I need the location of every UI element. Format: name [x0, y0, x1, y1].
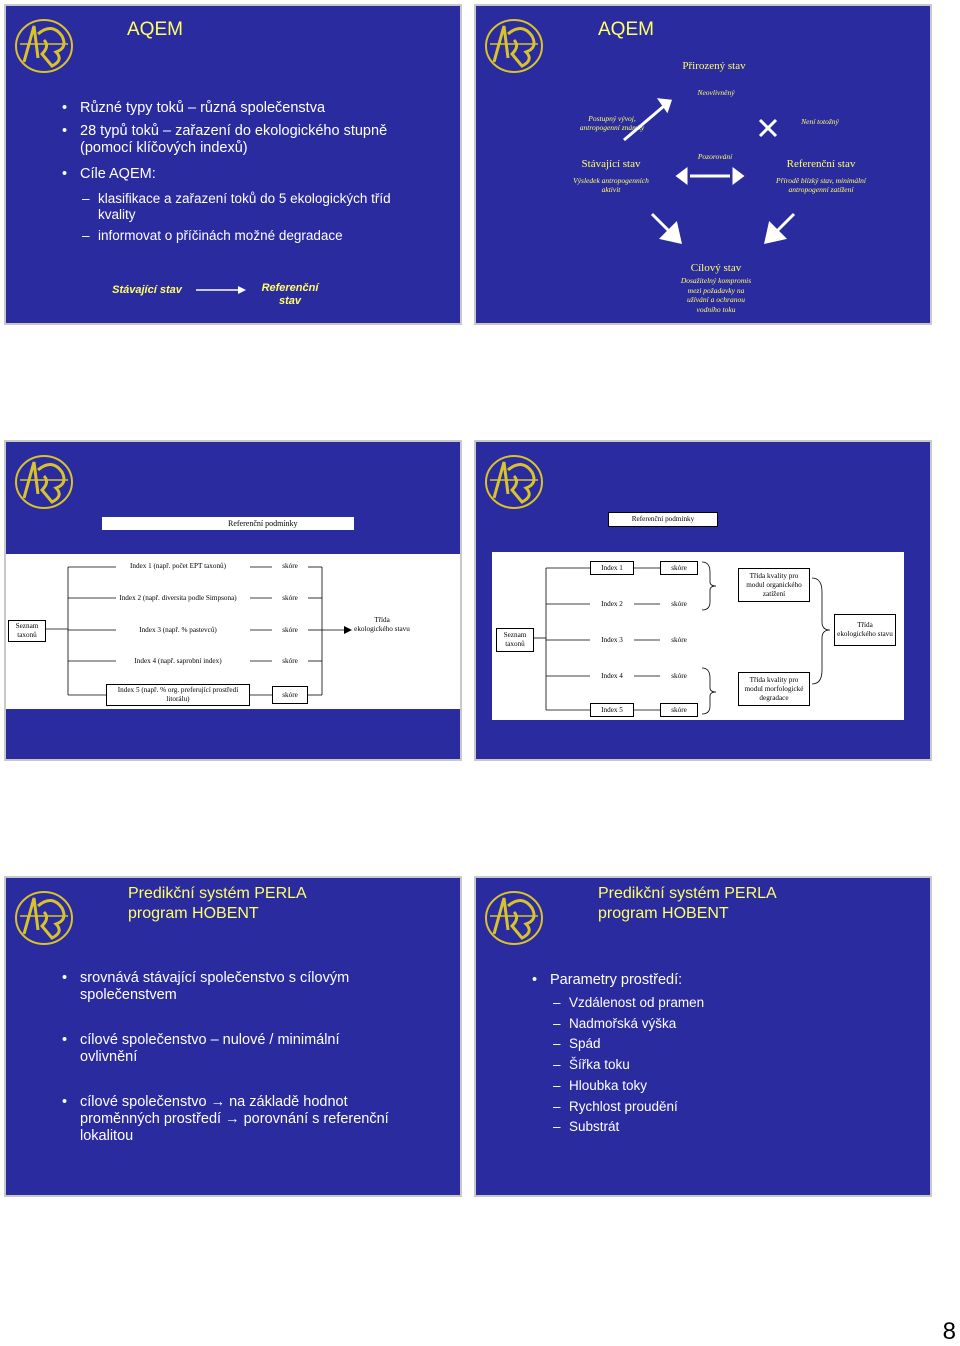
index-1-box: Index 1: [590, 561, 634, 575]
reference-state-desc: Přírodě blízký stav, minimální antropoge…: [776, 176, 866, 194]
slide-perla-1: Predikční systém PERLA program HOBENT •s…: [4, 876, 462, 1197]
university-lion-logo-icon: [15, 891, 73, 945]
diagram-connectors: [534, 561, 831, 715]
index-2-label: Index 2 (např. diversita podle Simpsona): [119, 594, 237, 602]
university-lion-logo-icon: [485, 891, 543, 945]
index-1-label: Index 1 (např. počet EPT taxonů): [129, 562, 227, 570]
score-label: skóre: [671, 600, 687, 608]
target-state-label: Cílový stav: [690, 262, 742, 274]
bullet-item: •cílové společenstvo – nulové / minimáln…: [62, 1032, 340, 1065]
taxa-list-box: Seznam taxonů: [8, 620, 46, 642]
param-item: –Nadmořská výška: [553, 1016, 677, 1031]
score-box: skóre: [660, 703, 698, 717]
bullet-item: •Cíle AQEM:: [62, 166, 156, 182]
bullet-item: •28 typů toků – zařazení do ekologického…: [62, 123, 388, 156]
bullet-item: •Různé typy toků – různá společenstva: [62, 100, 326, 116]
index-5-box: Index 5: [590, 703, 634, 717]
natural-state-label: Přirozený stav: [682, 60, 746, 72]
reference-conditions-box: Referenční podmínky: [102, 517, 354, 530]
bullet-item: •Parametry prostředí:: [532, 972, 683, 988]
param-item: –Substrát: [553, 1119, 620, 1134]
university-lion-logo-icon: [15, 19, 73, 73]
diagram-connectors: [46, 566, 352, 696]
flow-from-label: Stávající stav: [112, 284, 182, 296]
index-5-box: Index 5 (např. % org. preferující prostř…: [106, 684, 250, 706]
page-number: 8: [942, 1318, 956, 1345]
current-state-label: Stávající stav: [581, 158, 641, 170]
taxa-list-box: Seznam taxonů: [496, 628, 534, 652]
university-lion-logo-icon: [15, 455, 73, 509]
module-diagram-panel: Seznam taxonů Index 1 Index 2 Index 3 In…: [492, 552, 904, 720]
param-item: –Šířka toku: [553, 1057, 630, 1072]
morphology-module-box: Třída kvality pro modul morfologické deg…: [738, 672, 810, 706]
slide-aqem-states: AQEM Přirozený stav Neovlivněný Postupný…: [474, 4, 932, 325]
slide-index-scheme: Referenční podmínky Seznam taxonů: [4, 440, 462, 761]
organic-load-module-box: Třída kvality pro modul organického zatí…: [738, 568, 810, 602]
flow-to-label: Referenční stav: [261, 282, 319, 307]
score-label: skóre: [282, 594, 298, 602]
cross-icon: [758, 118, 778, 138]
slide-perla-2: Predikční systém PERLA program HOBENT •P…: [474, 876, 932, 1197]
reference-state-label: Referenční stav: [786, 158, 856, 170]
index-3-label: Index 3 (např. % pastevců): [139, 626, 217, 634]
param-item: –Spád: [553, 1036, 601, 1051]
slide-title: Predikční systém PERLA program HOBENT: [128, 885, 307, 922]
slide-title: AQEM: [598, 19, 654, 40]
score-label: skóre: [671, 636, 687, 644]
eco-status-class-box: Třída ekologického stavu: [834, 614, 896, 646]
slide-module-scheme: Referenční podmínky Seznam taxonů Index …: [474, 440, 932, 761]
index-3-label: Index 3: [601, 636, 623, 644]
score-label: skóre: [282, 657, 298, 665]
slide-title: Predikční systém PERLA program HOBENT: [598, 885, 777, 922]
reference-conditions-box: Referenční podmínky: [608, 512, 718, 527]
index-2-label: Index 2: [601, 600, 623, 608]
right-arrow-icon: →: [225, 1111, 240, 1127]
index-4-label: Index 4 (např. saprobní index): [134, 657, 222, 665]
not-identical-label: Není totožný: [801, 117, 839, 126]
score-label: skóre: [282, 626, 298, 634]
index-diagram-panel: Seznam taxonů Index 1 (např. počet EPT t…: [6, 554, 460, 709]
score-box: skóre: [660, 561, 698, 575]
state-arrows-icon: [623, 98, 796, 244]
score-label: skóre: [282, 562, 298, 570]
right-arrow-icon: →: [210, 1094, 226, 1110]
university-lion-logo-icon: [485, 455, 543, 509]
param-item: –Rychlost proudění: [553, 1099, 678, 1114]
score-label: skóre: [671, 672, 687, 680]
slide-title: AQEM: [127, 19, 183, 40]
param-item: –Hloubka toky: [553, 1078, 648, 1093]
flow-arrow-icon: [196, 286, 246, 294]
bullet-item: •srovnává stávající společenstvo s cílov…: [62, 970, 350, 1003]
param-item: –Vzdálenost od pramen: [553, 995, 705, 1010]
gradual-label: Postupný vývoj, antropogenní známky: [579, 114, 645, 132]
index-4-label: Index 4: [601, 672, 623, 680]
score-box: skóre: [272, 686, 308, 704]
target-state-desc: Dosažitelný kompromis mezi požadavky na …: [680, 276, 752, 314]
observation-label: Pozorování: [697, 152, 733, 161]
slide-aqem-overview: AQEM •Různé typy toků – různá společenst…: [4, 4, 462, 325]
sub-bullet-item: –informovat o příčinách možné degradace: [82, 228, 343, 243]
bullet-item: •cílové společenstvo → na základě hodnot…: [62, 1094, 389, 1144]
unchanged-label: Neovlivněný: [697, 88, 735, 97]
eco-status-class-label: Třída ekologického stavu: [354, 616, 410, 633]
current-state-desc: Výsledek antropogenních aktivit: [573, 176, 649, 194]
sub-bullet-item: –klasifikace a zařazení toků do 5 ekolog…: [82, 191, 391, 222]
university-lion-logo-icon: [485, 19, 543, 73]
